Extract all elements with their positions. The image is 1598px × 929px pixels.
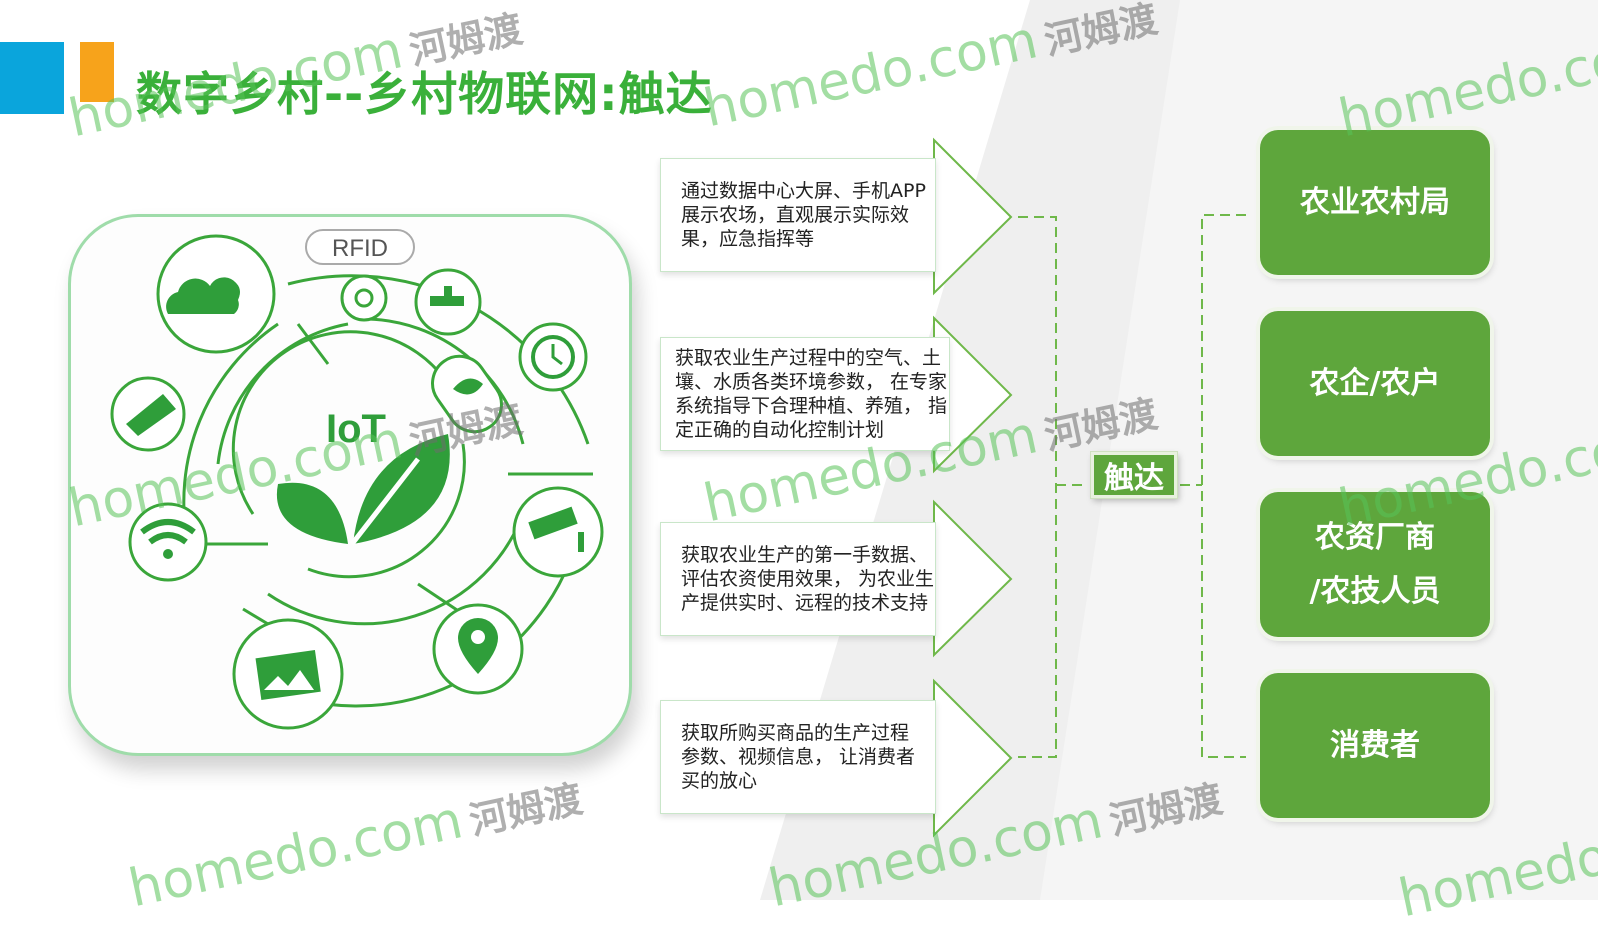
- wifi-icon: [128, 502, 208, 582]
- target-consumer: 消费者: [1260, 673, 1490, 818]
- target-agri-bureau: 农业农村局: [1260, 130, 1490, 275]
- test-tube-icon: [110, 376, 186, 452]
- cctv-camera-icon: [512, 486, 604, 578]
- description-box-4: 获取所购买商品的生产过程 参数、视频信息， 让消费者 买的放心: [660, 700, 936, 814]
- faucet-icon: [414, 268, 482, 336]
- page-title: 数字乡村--乡村物联网:触达: [136, 67, 713, 121]
- rfid-label-group: RFID: [305, 229, 415, 265]
- iot-center-label: IoT: [326, 407, 386, 451]
- clock-icon: [518, 322, 588, 392]
- right-bracket: [1180, 214, 1246, 758]
- arrow-1: [933, 137, 1013, 296]
- description-box-3: 获取农业生产的第一手数据、 评估农资使用效果， 为农业生 产提供实时、远程的技术…: [660, 522, 936, 636]
- location-pin-icon: [432, 603, 524, 695]
- iot-panel: [68, 214, 632, 756]
- corner-block-orange: [80, 42, 114, 102]
- target-farm-enterprise: 农企/农户: [1260, 311, 1490, 456]
- sensor-icon: [340, 274, 388, 322]
- description-box-2: 获取农业生产过程中的空气、土 壤、水质各类环境参数， 在专家 系统指导下合理种植…: [660, 337, 950, 451]
- leaf-capsule-icon: [431, 354, 503, 434]
- target-agri-supplier: 农资厂商 /农技人员: [1260, 492, 1490, 637]
- photo-icon: [232, 618, 344, 730]
- leaf-icon: [276, 434, 450, 546]
- cloud-sun-icon: [156, 234, 276, 354]
- reach-node: 触达: [1091, 452, 1177, 498]
- arrow-layer: [933, 137, 1246, 838]
- arrow-3: [933, 499, 1013, 658]
- description-box-1: 通过数据中心大屏、手机APP 展示农场，直观展示实际效 果，应急指挥等: [660, 158, 936, 272]
- iot-diagram: RFID: [110, 229, 604, 730]
- corner-block-blue: [0, 42, 64, 114]
- left-bracket: [1018, 216, 1088, 758]
- rfid-label: RFID: [332, 235, 388, 262]
